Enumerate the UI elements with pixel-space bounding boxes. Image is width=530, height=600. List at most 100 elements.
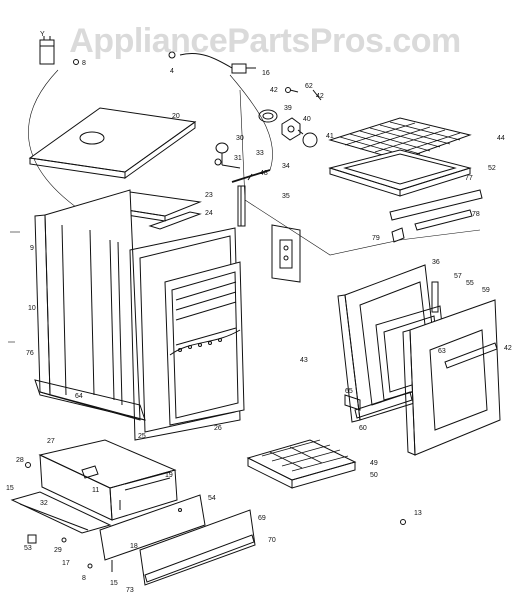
label-8-bottom: 8 (82, 575, 86, 582)
label-50: 50 (370, 472, 378, 479)
label-79: 79 (372, 235, 380, 242)
label-44: 44 (497, 135, 505, 142)
part-panel-24[interactable] (148, 211, 202, 230)
part-clip-79[interactable] (391, 227, 405, 243)
part-labels: Y 8 4 16 42 62 42 39 40 41 44 20 30 31 3… (6, 31, 512, 594)
part-terminal-block[interactable] (39, 36, 55, 65)
label-17: 17 (62, 560, 70, 567)
part-drawer-stop-29[interactable] (81, 465, 99, 479)
part-screw-53[interactable] (27, 534, 37, 544)
part-oven-liner-inner[interactable] (164, 261, 245, 426)
label-78: 78 (472, 211, 480, 218)
part-cabinet-body[interactable] (34, 189, 146, 421)
label-31: 31 (234, 155, 242, 162)
label-60: 60 (359, 425, 367, 432)
label-49: 49 (370, 460, 378, 467)
lead-curve-center (229, 74, 273, 171)
label-63: 63 (438, 348, 446, 355)
part-screw-8[interactable] (73, 59, 79, 65)
part-oven-rack[interactable] (328, 117, 472, 161)
label-35: 35 (282, 193, 290, 200)
label-24: 24 (205, 210, 213, 217)
lead-curve-left (28, 69, 81, 211)
label-42a: 42 (270, 87, 278, 94)
label-26: 26 (214, 425, 222, 432)
label-62: 62 (305, 83, 313, 90)
label-13: 13 (414, 510, 422, 517)
part-trim-strip-78[interactable] (414, 209, 473, 231)
part-drawer-slide-32[interactable] (10, 491, 112, 534)
label-43: 43 (300, 357, 308, 364)
part-screw-8b[interactable] (87, 563, 93, 569)
part-bulb-41[interactable] (297, 129, 318, 148)
part-lamp-socket-39[interactable] (258, 109, 278, 123)
label-41: 41 (326, 133, 334, 140)
part-power-cord[interactable] (168, 51, 256, 74)
part-broiler-pan[interactable] (328, 149, 472, 197)
part-storage-drawer[interactable] (38, 439, 178, 521)
label-54: 54 (208, 495, 216, 502)
label-48: 48 (260, 170, 268, 177)
label-18: 18 (130, 543, 138, 550)
label-52: 52 (488, 165, 496, 172)
label-36: 36 (432, 259, 440, 266)
label-9: 9 (30, 245, 34, 252)
label-42c: 42 (504, 345, 512, 352)
label-10: 10 (28, 305, 36, 312)
part-door-bottom-60[interactable] (354, 391, 413, 419)
label-27: 27 (47, 438, 55, 445)
label-25: 25 (138, 433, 146, 440)
part-bracket-48[interactable] (247, 173, 253, 181)
label-73: 73 (126, 587, 134, 594)
part-bracket-35[interactable] (237, 185, 246, 227)
part-top-cover[interactable] (28, 107, 197, 179)
part-kick-panel[interactable] (139, 509, 256, 586)
label-4: 4 (170, 68, 174, 75)
label-55: 55 (466, 280, 474, 287)
part-trim-strip-77[interactable] (389, 189, 483, 221)
label-40: 40 (303, 116, 311, 123)
part-outer-door[interactable] (402, 299, 501, 456)
part-door-handle[interactable] (444, 342, 498, 369)
label-33: 33 (256, 150, 264, 157)
part-screw-13[interactable] (400, 519, 406, 525)
part-pin-62[interactable] (312, 89, 322, 101)
label-59: 59 (482, 287, 490, 294)
label-57: 57 (454, 273, 462, 280)
part-broiler-tray[interactable] (246, 439, 357, 489)
label-65: 65 (345, 388, 353, 395)
label-y: Y (40, 31, 45, 38)
part-screw-42[interactable] (285, 87, 299, 93)
part-drawer-clip-28[interactable] (25, 462, 31, 468)
part-door-hinge-57[interactable] (431, 281, 439, 313)
label-76: 76 (26, 350, 34, 357)
label-28: 28 (16, 457, 24, 464)
part-element-chain[interactable] (169, 329, 241, 356)
label-15b: 15 (110, 580, 118, 587)
part-thermostat-30[interactable] (215, 142, 241, 169)
part-drawer-front-54[interactable] (99, 494, 206, 561)
label-70: 70 (268, 537, 276, 544)
label-8-top: 8 (82, 60, 86, 67)
label-29: 29 (54, 547, 62, 554)
label-16: 16 (262, 70, 270, 77)
label-23: 23 (205, 192, 213, 199)
part-side-bracket[interactable] (271, 224, 301, 283)
label-77: 77 (465, 175, 473, 182)
part-knob-31[interactable] (214, 158, 222, 166)
part-screw-17[interactable] (61, 537, 67, 543)
label-32: 32 (40, 500, 48, 507)
part-door-bracket-65[interactable] (344, 394, 361, 411)
label-42b: 42 (316, 93, 324, 100)
part-lamp-holder-40[interactable] (281, 117, 301, 141)
label-53: 53 (24, 545, 32, 552)
label-11: 11 (92, 487, 99, 494)
label-69: 69 (258, 515, 266, 522)
label-19: 19 (165, 472, 173, 479)
label-30: 30 (236, 135, 244, 142)
label-15a: 15 (6, 485, 14, 492)
label-64a: 64 (75, 393, 83, 400)
lead-line-right (239, 89, 481, 256)
label-34: 34 (282, 163, 290, 170)
